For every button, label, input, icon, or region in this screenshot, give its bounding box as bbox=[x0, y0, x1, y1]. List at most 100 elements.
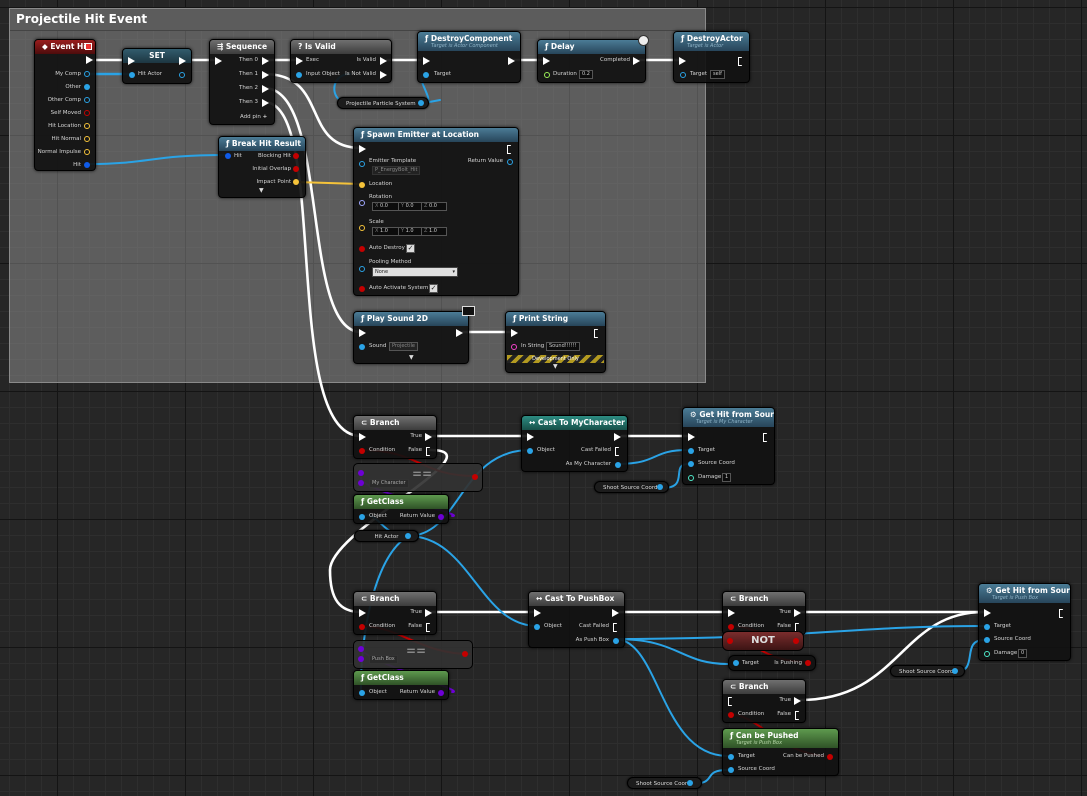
source-coord-pin[interactable] bbox=[688, 461, 694, 467]
spawn-emitter-node[interactable]: ƒ Spawn Emitter at Location Emitter Temp… bbox=[353, 127, 519, 296]
exec-in-pin[interactable] bbox=[688, 433, 695, 441]
duration-field[interactable]: 0.2 bbox=[579, 70, 593, 79]
is-pushing-node[interactable]: Target Is Pushing bbox=[728, 655, 816, 671]
true-pin[interactable] bbox=[425, 433, 432, 441]
scale-x-field[interactable]: X 1.0 bbox=[372, 227, 400, 236]
exec-out-pin[interactable] bbox=[612, 609, 619, 617]
completed-pin[interactable] bbox=[633, 57, 640, 65]
exec-out-pin[interactable] bbox=[507, 145, 513, 154]
condition-pin[interactable] bbox=[359, 624, 365, 630]
can-be-pushed-node[interactable]: ƒ Can be Pushed Target is Push Box Targe… bbox=[722, 728, 839, 776]
branch-node-2[interactable]: ⊂ Branch True Condition False bbox=[353, 591, 437, 635]
equal-out-pin[interactable] bbox=[472, 474, 478, 480]
target-pin[interactable] bbox=[680, 72, 686, 78]
other-pin[interactable] bbox=[84, 84, 90, 90]
exec-in-pin[interactable] bbox=[359, 609, 366, 617]
exec-in-pin[interactable] bbox=[728, 609, 735, 617]
class-select-field[interactable]: Push Box bbox=[369, 655, 398, 664]
exec-in-pin[interactable] bbox=[679, 57, 686, 65]
exec-in-pin[interactable] bbox=[543, 57, 550, 65]
return-value-pin[interactable] bbox=[507, 159, 513, 165]
set-hit-actor-node[interactable]: SET Hit Actor bbox=[122, 48, 192, 84]
as-push-box-pin[interactable] bbox=[613, 638, 619, 644]
exec-in-pin[interactable] bbox=[359, 145, 366, 153]
pooling-method-pin[interactable] bbox=[359, 266, 365, 272]
shoot-source-coord-var-1[interactable]: Shoot Source Coord bbox=[594, 481, 669, 493]
rotation-y-field[interactable]: Y 0.0 bbox=[398, 202, 422, 211]
emitter-template-pin[interactable] bbox=[359, 161, 365, 167]
in-string-field[interactable]: Sound!!!!!! bbox=[546, 342, 580, 351]
play-sound-2d-node[interactable]: ƒ Play Sound 2D Sound Projectile ▼ bbox=[353, 311, 469, 364]
hit-location-pin[interactable] bbox=[84, 123, 90, 129]
exec-in-pin[interactable] bbox=[984, 609, 991, 617]
exec-out-pin[interactable] bbox=[763, 433, 769, 442]
then0-pin[interactable] bbox=[262, 57, 269, 65]
target-pin[interactable] bbox=[423, 72, 429, 78]
return-value-pin[interactable] bbox=[438, 514, 444, 520]
damage-field[interactable]: 1 bbox=[722, 473, 732, 482]
is-not-valid-pin[interactable] bbox=[380, 71, 387, 79]
object-pin[interactable] bbox=[527, 448, 533, 454]
exec-out-pin[interactable] bbox=[86, 56, 93, 64]
expand-chevron-icon[interactable]: ▼ bbox=[259, 187, 264, 194]
exec-in-pin[interactable] bbox=[359, 329, 366, 337]
exec-in-pin[interactable] bbox=[359, 433, 366, 441]
then3-pin[interactable] bbox=[262, 99, 269, 107]
delegate-pin[interactable] bbox=[85, 43, 92, 50]
shoot-var-pin[interactable] bbox=[657, 484, 663, 490]
target-self-field[interactable]: self bbox=[710, 70, 725, 79]
exec-in-pin[interactable] bbox=[296, 57, 303, 65]
exec-out-pin[interactable] bbox=[738, 57, 744, 66]
return-value-pin[interactable] bbox=[438, 690, 444, 696]
as-my-character-pin[interactable] bbox=[615, 462, 621, 468]
branch-node-1[interactable]: ⊂ Branch True Condition False bbox=[353, 415, 437, 459]
exec-out-pin[interactable] bbox=[508, 57, 515, 65]
exec-in-pin[interactable] bbox=[534, 609, 541, 617]
rotation-pin[interactable] bbox=[359, 200, 365, 206]
self-moved-pin[interactable] bbox=[84, 110, 90, 116]
hit-pin[interactable] bbox=[84, 162, 90, 168]
class-a-pin[interactable] bbox=[358, 646, 364, 652]
damage-pin[interactable] bbox=[688, 475, 694, 481]
equal-out-pin[interactable] bbox=[462, 651, 468, 657]
condition-pin[interactable] bbox=[728, 624, 734, 630]
rotation-x-field[interactable]: X 0.0 bbox=[372, 202, 400, 211]
shoot-var-pin[interactable] bbox=[687, 780, 693, 786]
get-class-node-2[interactable]: ƒ GetClass Object Return Value bbox=[353, 670, 449, 700]
sequence-node[interactable]: ⇶ Sequence Then 0 Then 1 Then 2 Then 3 A… bbox=[209, 39, 275, 125]
class-select-field[interactable]: My Character bbox=[369, 479, 409, 488]
initial-overlap-pin[interactable] bbox=[293, 166, 299, 172]
normal-impulse-pin[interactable] bbox=[84, 149, 90, 155]
object-pin[interactable] bbox=[534, 624, 540, 630]
condition-pin[interactable] bbox=[359, 448, 365, 454]
damage-field[interactable]: 0 bbox=[1018, 649, 1028, 658]
break-hit-result-node[interactable]: ƒ Break Hit Result Hit Blocking Hit Init… bbox=[218, 136, 306, 198]
damage-pin[interactable] bbox=[984, 651, 990, 657]
cast-to-mycharacter-node[interactable]: ↔ Cast To MyCharacter Object Cast Failed… bbox=[521, 415, 628, 472]
target-pin[interactable] bbox=[728, 754, 734, 760]
expand-chevron-icon[interactable]: ▼ bbox=[553, 363, 558, 370]
print-string-node[interactable]: ƒ Print String In String Sound!!!!!! Dev… bbox=[505, 311, 606, 373]
class-equal-node-2[interactable]: Push Box == bbox=[353, 640, 473, 669]
class-b-pin[interactable] bbox=[358, 656, 364, 662]
destroy-component-node[interactable]: ƒ DestroyComponent Target is Actor Compo… bbox=[417, 31, 521, 83]
branch-node-4[interactable]: ⊂ Branch True Condition False bbox=[722, 679, 806, 723]
emitter-template-dropdown[interactable]: P_EnergyBolt_Hit bbox=[372, 166, 421, 175]
comment-title[interactable]: Projectile Hit Event bbox=[10, 9, 705, 31]
get-class-node-1[interactable]: ƒ GetClass Object Return Value bbox=[353, 494, 449, 524]
target-pin[interactable] bbox=[688, 448, 694, 454]
then2-pin[interactable] bbox=[262, 85, 269, 93]
not-out-pin[interactable] bbox=[793, 638, 799, 644]
scale-pin[interactable] bbox=[359, 225, 365, 231]
false-pin[interactable] bbox=[426, 447, 432, 456]
can-be-pushed-pin[interactable] bbox=[827, 754, 833, 760]
object-pin[interactable] bbox=[359, 514, 365, 520]
exec-in-pin[interactable] bbox=[511, 329, 518, 337]
get-hit-from-source-node-1[interactable]: ⚙ Get Hit from Source Target is My Chara… bbox=[682, 407, 775, 485]
auto-activate-pin[interactable] bbox=[359, 286, 365, 292]
expand-chevron-icon[interactable]: ▼ bbox=[409, 354, 414, 361]
target-pin[interactable] bbox=[733, 660, 739, 666]
exec-out-pin[interactable] bbox=[594, 329, 600, 338]
auto-destroy-checkbox[interactable]: ✓ bbox=[406, 244, 415, 253]
cast-to-pushbox-node[interactable]: ↔ Cast To PushBox Object Cast Failed As … bbox=[528, 591, 625, 648]
